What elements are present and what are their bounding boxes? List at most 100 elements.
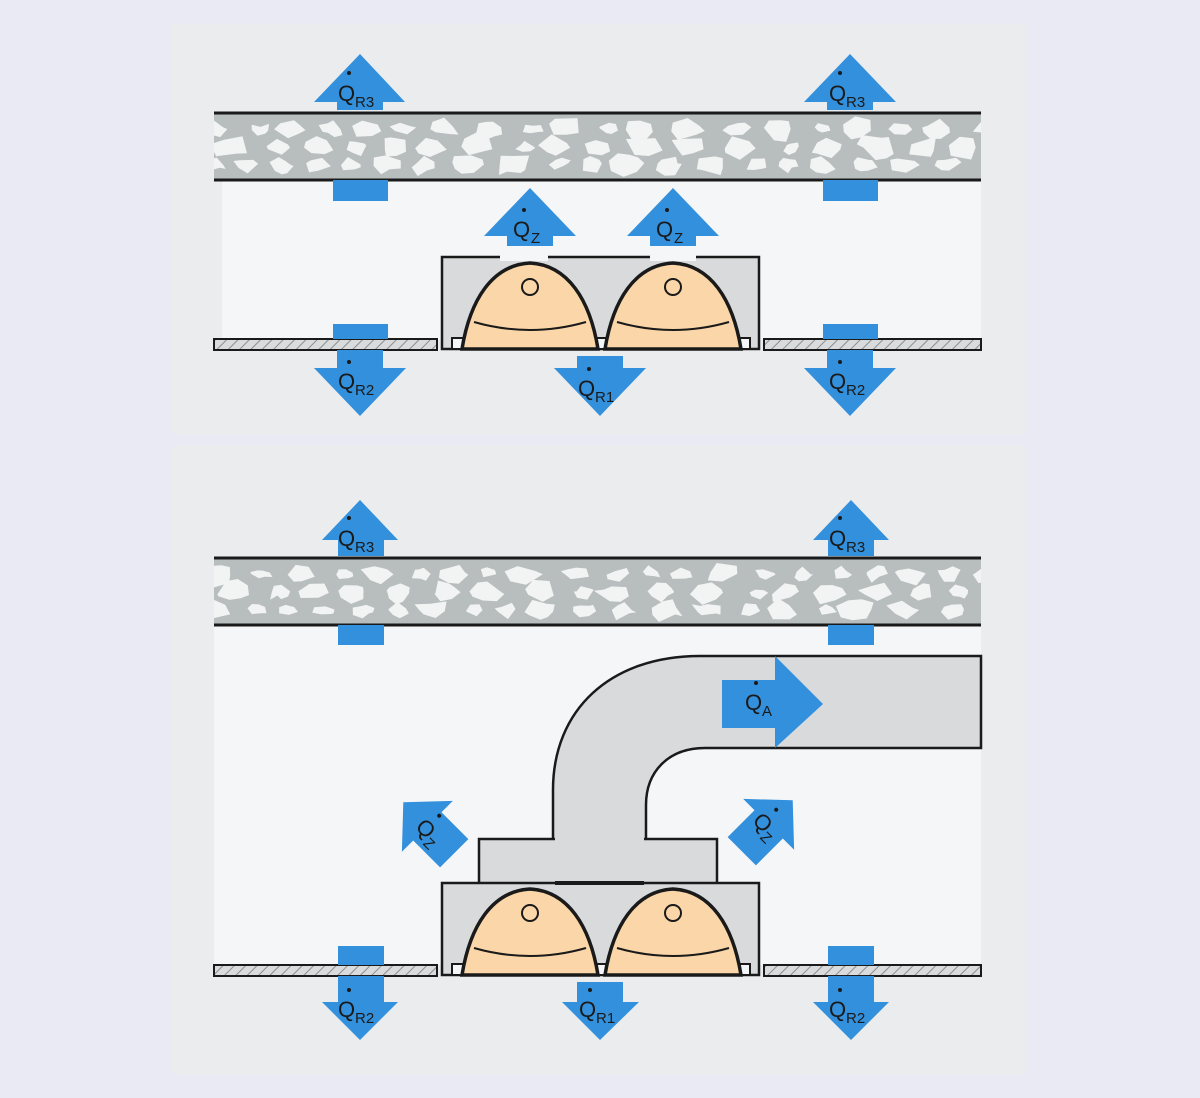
- flow-arrow-icon: [813, 976, 889, 1040]
- aggregate-stone: [691, 604, 721, 616]
- aggregate-stone: [763, 120, 791, 142]
- aggregate-stone: [411, 567, 431, 581]
- flow-stub-r2-left: [333, 324, 388, 339]
- aggregate-stone: [972, 568, 981, 584]
- q-subscript: R3: [846, 539, 865, 556]
- q-letter: Q: [829, 997, 846, 1022]
- aggregate-stone: [608, 153, 645, 177]
- aggregate-stone: [835, 599, 874, 621]
- aggregate-stone: [549, 118, 579, 135]
- aggregate-stone: [606, 568, 630, 582]
- aggregate-stone: [651, 599, 683, 622]
- flow-stub-r3-left: [338, 625, 384, 645]
- aggregate-stone: [233, 159, 259, 174]
- label-q-z-top-right: Q Z: [656, 208, 683, 247]
- aggregate-stone: [360, 566, 394, 585]
- aggregate-stone: [724, 136, 756, 160]
- aggregate-stone: [767, 598, 797, 620]
- aggregate-stone: [707, 563, 738, 582]
- aggregate-stone: [250, 570, 273, 579]
- label-q-r2-bottom-left: Q R2: [338, 988, 374, 1027]
- aggregate-stone: [274, 120, 306, 139]
- aggregate-stone: [312, 606, 335, 615]
- aggregate-stone: [948, 136, 976, 160]
- q-letter: Q: [338, 81, 355, 106]
- aggregate-stone: [843, 116, 871, 140]
- q-subscript: Z: [674, 230, 683, 247]
- heater-element-icon: [459, 887, 601, 977]
- aggregate-stone: [669, 567, 693, 579]
- flow-arrow-icon: [804, 350, 896, 416]
- aggregate-stone: [749, 589, 769, 600]
- aggregate-stone: [573, 604, 597, 618]
- aggregate-stone: [894, 568, 926, 586]
- q-subscript: Z: [531, 230, 540, 247]
- flow-arrow-icon: [314, 54, 405, 110]
- aggregate-stone: [247, 604, 267, 615]
- aggregate-stone: [696, 156, 723, 176]
- aggregate-stone: [306, 157, 331, 173]
- aggregate-stone: [386, 583, 410, 605]
- top-unit: [440, 253, 761, 351]
- unit-gap-left: [500, 253, 548, 261]
- unit-grille: [451, 337, 751, 350]
- aggregate-stone: [352, 120, 382, 137]
- aggregate-stone: [217, 579, 249, 600]
- q-subscript: R3: [846, 94, 865, 111]
- flow-stub-r2-right: [828, 946, 874, 965]
- aggregate-stone: [524, 599, 555, 620]
- q-subscript: R1: [595, 389, 614, 406]
- q-subscript: R2: [846, 1010, 865, 1027]
- heater-element-icon: [459, 261, 601, 351]
- label-q-r2-bottom-right: Q R2: [829, 988, 865, 1027]
- q-letter: Q: [513, 217, 530, 242]
- aggregate-stone: [279, 604, 299, 615]
- aggregate-stone: [741, 603, 761, 616]
- flow-stub-r3-right: [828, 625, 874, 645]
- q-letter: Q: [829, 369, 846, 394]
- aggregate-stone: [538, 134, 571, 156]
- q-subscript: R2: [355, 382, 374, 399]
- flow-stub-r3-right: [823, 180, 878, 201]
- heater-element-icon: [602, 261, 744, 351]
- aggregate-stone: [625, 138, 663, 156]
- q-subscript: R3: [355, 94, 374, 111]
- aggregate-stone: [340, 157, 361, 171]
- q-subscript: R1: [596, 1010, 615, 1027]
- aggregate-stone: [934, 157, 962, 171]
- aggregate-stone: [287, 564, 315, 582]
- aggregate-stone: [937, 566, 961, 582]
- aggregate-stone: [890, 158, 920, 173]
- exhaust-duct: [551, 654, 983, 839]
- flow-arrow-icon: [562, 982, 639, 1040]
- false-ceiling-right: [763, 338, 982, 351]
- q-letter: Q: [745, 690, 762, 715]
- q-letter: Q: [338, 997, 355, 1022]
- aggregate-stone: [647, 582, 675, 603]
- aggregate-stone: [746, 158, 767, 170]
- bottom-ceiling: [214, 556, 981, 627]
- aggregate-stone: [853, 157, 878, 172]
- aggregate-stone: [214, 157, 226, 170]
- aggregate-stone: [338, 585, 364, 604]
- q-subscript: R2: [846, 382, 865, 399]
- false-ceiling-right: [763, 964, 982, 977]
- q-subscript: R3: [355, 539, 374, 556]
- aggregate-stone: [593, 586, 629, 602]
- aggregate-stone: [857, 582, 893, 601]
- aggregate-stone: [270, 584, 291, 600]
- flow-arrow-icon: [804, 54, 896, 110]
- aggregate-stone: [722, 122, 752, 136]
- flow-arrow-icon: [322, 976, 398, 1040]
- aggregate-stone: [794, 566, 814, 582]
- aggregate-stone: [548, 157, 571, 170]
- label-q-a: Q A: [745, 681, 772, 720]
- aggregate-stone: [948, 584, 969, 599]
- aggregate-stone: [909, 136, 936, 157]
- flow-arrow-icon: [627, 188, 719, 246]
- aggregate-stone: [582, 156, 602, 173]
- aggregate-stone: [214, 599, 231, 619]
- bottom-panel: Q R3 Q R3 Q A Q Z Q Z Q R2: [172, 446, 1025, 1074]
- aggregate-stone: [266, 138, 291, 155]
- flow-arrow-icon: [813, 500, 889, 556]
